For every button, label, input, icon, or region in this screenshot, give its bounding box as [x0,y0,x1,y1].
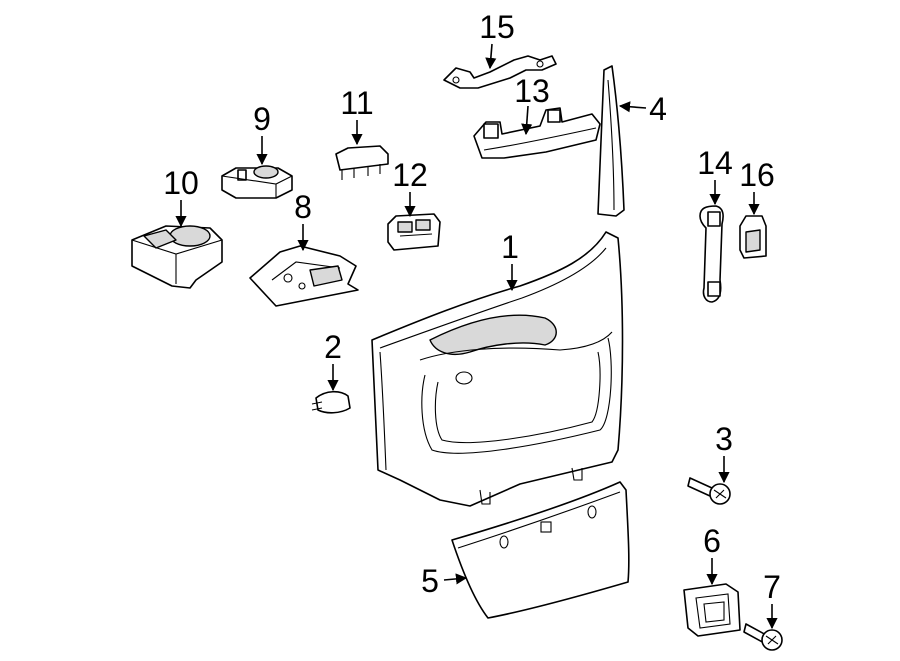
callout-number: 1 [501,229,519,265]
callout-number: 11 [340,85,373,121]
door-trim-panel [371,231,624,507]
callout-2: 2 [324,329,342,392]
callout-11: 11 [340,85,374,146]
callout-number: 5 [421,563,439,599]
callout-1: 1 [501,229,519,292]
bolt [743,623,783,651]
window-switch [387,213,441,251]
callout-number: 2 [324,329,342,365]
callout-3: 3 [715,421,733,484]
window-switch-assembly [131,225,223,289]
reinforcement-bracket [443,55,557,89]
handle-cover [739,215,767,259]
screw [687,477,731,505]
callout-14: 14 [697,145,733,206]
callout-number: 12 [392,157,428,193]
callout-number: 4 [649,91,667,127]
callout-number: 7 [763,569,781,605]
callout-10: 10 [163,165,199,228]
callout-15: 15 [479,9,515,70]
callout-13: 13 [514,73,550,136]
callout-6: 6 [703,523,721,586]
callout-number: 13 [514,73,550,109]
callout-number: 3 [715,421,733,457]
callout-5: 5 [421,563,468,599]
callout-16: 16 [739,157,775,216]
callout-12: 12 [392,157,428,218]
callout-number: 9 [253,101,271,137]
window-trim-strip [597,65,625,217]
armrest-bezel [473,107,601,159]
mirror-switch [221,165,293,199]
grab-handle [699,205,724,303]
bracket [683,583,741,637]
callout-number: 8 [294,189,312,225]
callout-9: 9 [253,101,271,166]
callout-number: 15 [479,9,515,45]
callout-number: 16 [739,157,775,193]
lower-trim-panel [451,481,630,619]
switch-bracket [249,245,359,307]
callout-7: 7 [763,569,781,630]
callout-number: 6 [703,523,721,559]
callout-number: 10 [163,165,199,201]
callout-8: 8 [294,189,312,252]
callout-4: 4 [618,91,667,127]
retainer-clip [311,390,351,414]
lock-switch [335,145,389,180]
callout-number: 14 [697,145,733,181]
